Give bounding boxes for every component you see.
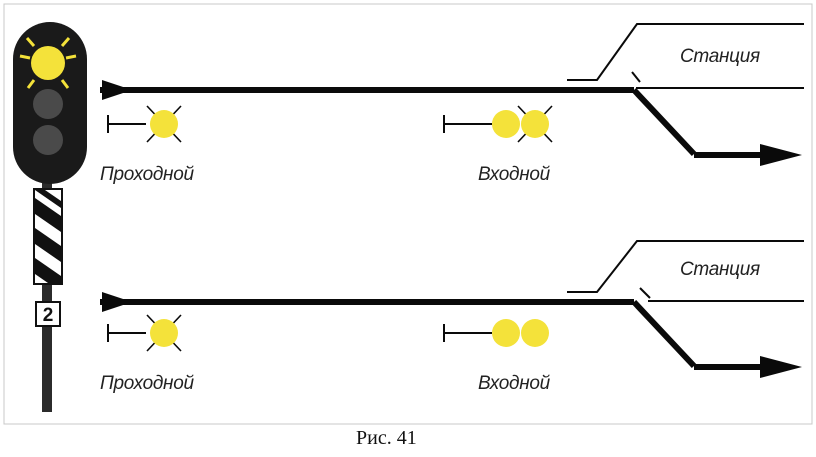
switch-mark [639, 287, 651, 299]
entry-signal [443, 105, 553, 143]
entry-signal [443, 319, 549, 347]
block-signal [107, 314, 182, 352]
striped-marker-board [33, 188, 63, 285]
signal-lamp-steady [492, 110, 520, 138]
signal-lamp-flashing [150, 319, 178, 347]
block-signal [107, 105, 182, 143]
station-track-line [567, 23, 804, 81]
route-arrow [760, 356, 802, 378]
panel-top [100, 23, 804, 166]
direction-arrow [102, 292, 132, 312]
signal-lamp-flashing [150, 110, 178, 138]
signal-lamp-off [33, 125, 63, 155]
number-plate [35, 301, 61, 327]
station-label: Станция [680, 46, 760, 67]
panel-bottom [100, 240, 804, 378]
diverging-track [631, 299, 697, 369]
signal-lamp-steady [492, 319, 520, 347]
figure-caption: Рис. 41 [356, 427, 417, 449]
block-signal-label: Проходной [100, 164, 194, 185]
direction-arrow [102, 80, 132, 100]
entry-signal-label: Входной [478, 373, 550, 394]
mast-signal: 2 [13, 22, 87, 412]
signal-lamp-steady [521, 319, 549, 347]
signal-mast-pole [42, 176, 52, 412]
signal-lamp-yellow-lit [19, 37, 77, 89]
entry-signal-label: Входной [478, 164, 550, 185]
figure-frame [3, 3, 813, 425]
signal-lamp-flashing [521, 110, 549, 138]
number-plate-text: 2 [43, 305, 54, 326]
station-track-line [567, 240, 804, 293]
station-label: Станция [680, 259, 760, 280]
block-signal-label: Проходной [100, 373, 194, 394]
signal-lamp-off [33, 89, 63, 119]
route-arrow [760, 144, 802, 166]
diverging-track [631, 87, 697, 157]
switch-mark [631, 71, 641, 83]
